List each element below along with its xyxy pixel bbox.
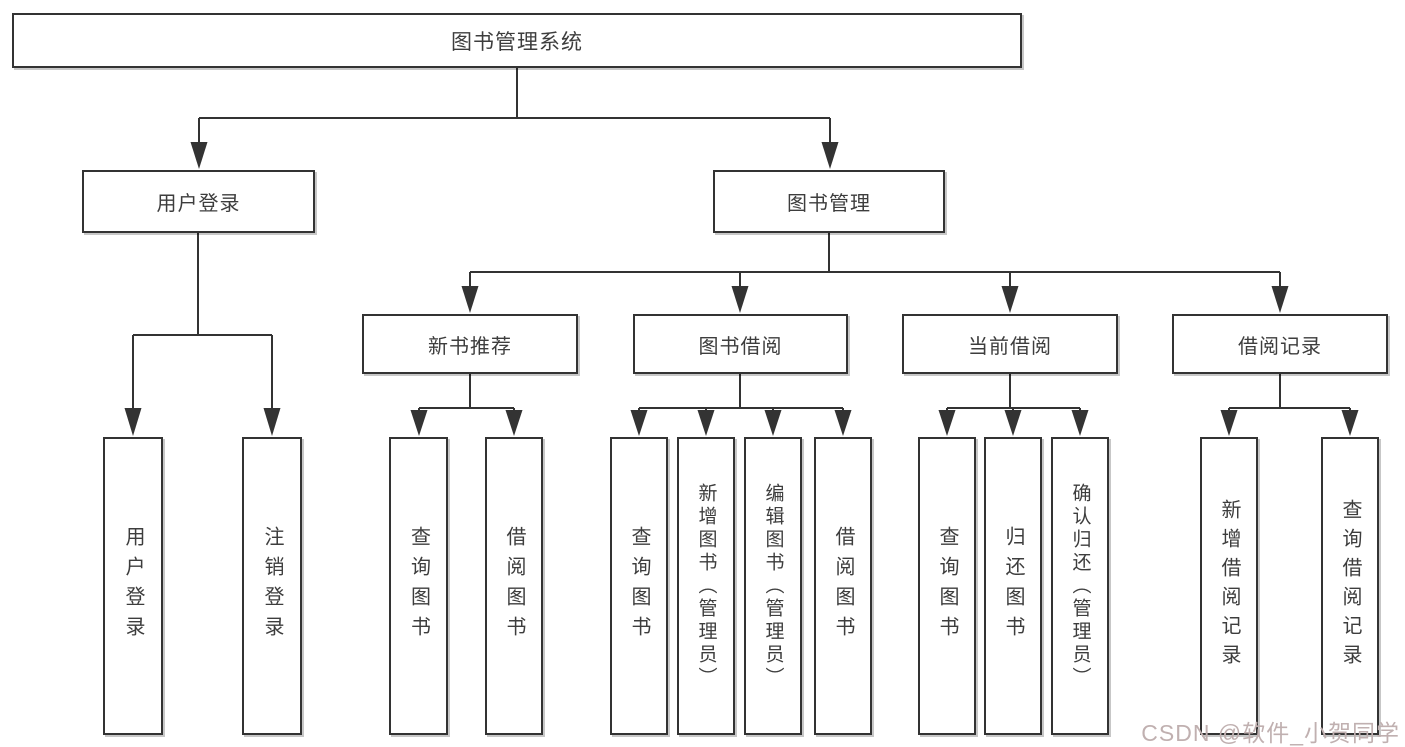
leaf-query-books-current: 查询图书 [918, 437, 976, 735]
leaf-query-books-recommend: 查询图书 [389, 437, 448, 735]
leaf-edit-books-admin: 编辑图书（管理员） [744, 437, 802, 735]
node-label: 借阅记录 [1238, 335, 1322, 358]
node-label: 当前借阅 [968, 335, 1052, 358]
leaf-return-books: 归还图书 [984, 437, 1042, 735]
node-label: 用户登录 [122, 526, 144, 646]
node-label: 查询图书 [936, 526, 958, 646]
node-library-management-system: 图书管理系统 [12, 13, 1022, 68]
node-label: 查询图书 [628, 526, 650, 646]
node-label: 新增借阅记录 [1218, 499, 1240, 673]
node-label: 查询借阅记录 [1339, 499, 1361, 673]
leaf-user-login: 用户登录 [103, 437, 163, 735]
arrowheads [124, 142, 1359, 436]
node-label: 归还图书 [1002, 526, 1024, 646]
leaf-query-borrow-record: 查询借阅记录 [1321, 437, 1379, 735]
node-label: 图书借阅 [698, 335, 783, 358]
csdn-watermark: CSDN @软件_小贺同学 [1141, 720, 1400, 746]
node-label: 编辑图书（管理员） [762, 482, 784, 690]
node-current-borrowing: 当前借阅 [902, 314, 1118, 374]
node-label: 借阅图书 [832, 526, 854, 646]
node-borrowing-records: 借阅记录 [1172, 314, 1388, 374]
node-label: 新书推荐 [428, 335, 512, 358]
node-label: 注销登录 [261, 526, 283, 646]
node-user-login: 用户登录 [82, 170, 315, 233]
leaf-borrow-books-borrowing: 借阅图书 [814, 437, 872, 735]
node-book-management: 图书管理 [713, 170, 945, 233]
node-label: 用户登录 [156, 193, 241, 215]
node-label: 图书管理 [787, 193, 871, 215]
leaf-add-books-admin: 新增图书（管理员） [677, 437, 735, 735]
node-label: 借阅图书 [503, 526, 525, 646]
node-book-borrowing: 图书借阅 [633, 314, 848, 374]
leaf-query-books-borrowing: 查询图书 [610, 437, 668, 735]
leaf-add-borrow-record: 新增借阅记录 [1200, 437, 1258, 735]
leaf-logout: 注销登录 [242, 437, 302, 735]
node-label: 新增图书（管理员） [695, 482, 717, 690]
node-label: 图书管理系统 [451, 30, 583, 54]
node-label: 查询图书 [407, 526, 430, 646]
node-label: 确认归还（管理员） [1069, 482, 1091, 690]
leaf-borrow-books-recommend: 借阅图书 [485, 437, 543, 735]
node-new-book-recommendation: 新书推荐 [362, 314, 578, 374]
leaf-confirm-return-admin: 确认归还（管理员） [1051, 437, 1109, 735]
